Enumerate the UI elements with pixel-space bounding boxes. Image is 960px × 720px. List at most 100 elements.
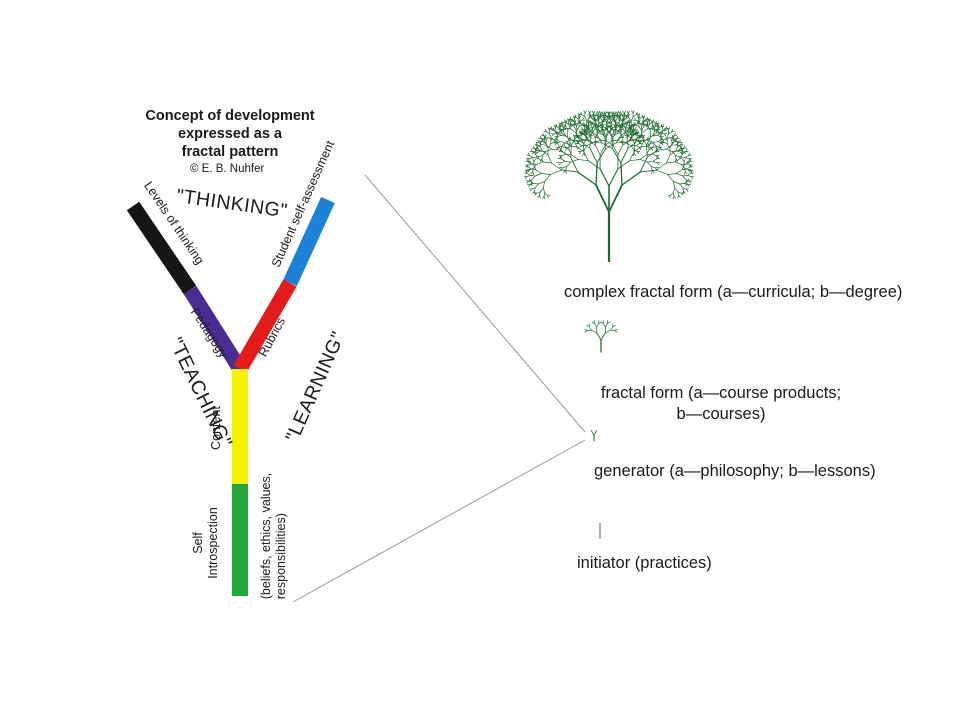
tree-branch — [677, 140, 680, 144]
tree-branch — [666, 127, 669, 131]
tree-branch — [651, 153, 657, 156]
tree-branch — [682, 151, 687, 154]
tree-branch — [538, 155, 543, 158]
tree-branch — [662, 128, 667, 132]
tree-branch — [579, 151, 582, 155]
tree-branch — [589, 110, 592, 114]
tree-branch — [556, 126, 561, 130]
tree-branch — [655, 132, 662, 134]
tree-branch — [590, 114, 594, 118]
tree-branch — [681, 168, 688, 170]
tree-branch — [557, 132, 562, 136]
fractal-form-line-2: b—courses) — [676, 405, 766, 423]
tree-branch — [555, 136, 558, 140]
tree-branch — [599, 111, 602, 115]
tree-branch — [679, 183, 684, 189]
tree-branch — [647, 142, 650, 146]
tree-branch — [596, 323, 600, 328]
tree-branch — [576, 121, 580, 127]
tree-branch — [607, 321, 611, 324]
self-label-line-2: Introspection — [206, 507, 220, 579]
tree-branch — [621, 113, 624, 117]
tree-branch — [561, 121, 564, 125]
tree-branch — [671, 144, 677, 146]
tree-branch — [689, 180, 692, 184]
tree-branch — [534, 192, 538, 196]
tree-branch — [616, 124, 624, 129]
tree-branch — [561, 158, 566, 162]
tree-branch — [537, 139, 540, 143]
tree-branch — [630, 116, 634, 122]
tree-branch — [650, 147, 654, 151]
tree-branch — [569, 116, 572, 120]
tree-branch — [578, 139, 584, 142]
tree-branch — [636, 151, 639, 155]
tree-branch — [647, 119, 649, 123]
tree-branch — [528, 157, 533, 160]
tree-branch — [656, 148, 667, 151]
tree-branch — [610, 118, 615, 122]
tree-branch — [534, 173, 542, 177]
tree-branch — [635, 143, 640, 146]
tree-branch — [567, 145, 572, 149]
tree-branch — [623, 122, 628, 125]
tree-branch — [570, 144, 572, 158]
tree-branch — [638, 120, 641, 124]
tree-branch — [615, 125, 618, 129]
tree-branch — [675, 155, 677, 160]
tree-branch — [682, 158, 685, 162]
tree-branch — [535, 169, 542, 174]
beliefs-label-line-1: (beliefs, ethics, values, — [259, 472, 273, 600]
tree-branch — [556, 141, 561, 144]
tree-branch — [530, 182, 533, 187]
tree-branch — [538, 181, 545, 185]
tree-branch — [642, 121, 645, 125]
tree-branch — [559, 126, 561, 130]
tree-branch — [530, 179, 533, 184]
tree-branch — [587, 126, 590, 131]
tree-branch — [591, 321, 595, 324]
tree-branch — [657, 126, 662, 130]
tree-branch — [532, 157, 538, 159]
tree-branch — [675, 150, 681, 152]
tree-branch — [646, 136, 651, 146]
tree-branch — [532, 145, 535, 149]
tree-branch — [646, 139, 654, 143]
tree-branch — [623, 125, 626, 129]
tree-branch — [652, 160, 658, 164]
tree-branch — [560, 148, 563, 153]
tree-branch — [528, 179, 533, 182]
tree-branch — [653, 126, 656, 130]
tree-branch — [686, 160, 689, 164]
tree-branch — [626, 119, 629, 123]
tree-branch — [660, 130, 664, 136]
tree-branch — [555, 136, 558, 140]
tree-branch — [650, 119, 653, 123]
tree-branch — [675, 140, 678, 144]
tree-branch — [607, 113, 610, 117]
tree-branch — [617, 117, 620, 121]
tree-branch — [604, 140, 612, 146]
tree-branch — [619, 125, 622, 129]
tree-branch — [556, 147, 559, 150]
tree-branch — [600, 115, 605, 119]
tree-branch — [563, 144, 566, 148]
tree-branch — [627, 110, 630, 114]
tree-branch — [610, 125, 613, 129]
tree-branch — [541, 158, 544, 162]
tree-branch — [565, 165, 568, 171]
tree-branch — [667, 174, 674, 182]
tree-branch — [556, 139, 561, 143]
tree-branch — [646, 144, 648, 158]
self-introspection-bar — [232, 484, 248, 596]
tree-branch — [551, 162, 562, 171]
tree-branch — [662, 139, 665, 143]
tree-branch — [656, 135, 661, 138]
complex-fractal-form-label: complex fractal form (a—curricula; b—deg… — [564, 283, 903, 301]
tree-branch — [656, 162, 667, 171]
tree-branch — [684, 183, 689, 186]
tree-branch — [526, 180, 529, 184]
tree-branch — [533, 164, 537, 170]
tree-branch — [608, 125, 611, 129]
tree-branch — [544, 140, 547, 146]
